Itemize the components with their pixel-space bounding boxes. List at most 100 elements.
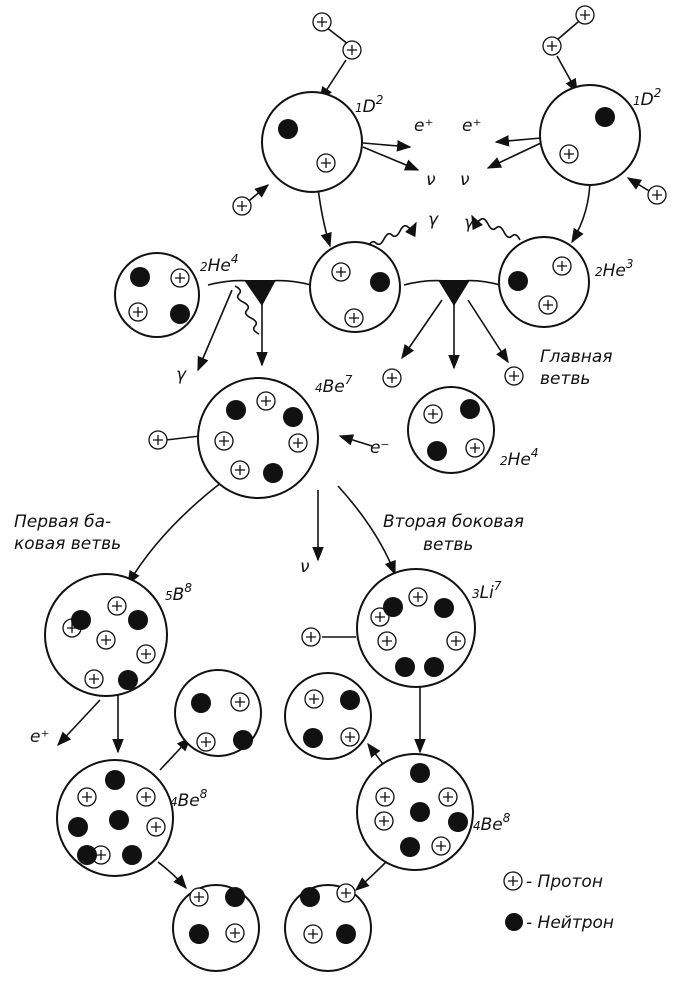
nucleus-he4-small-right bbox=[284, 672, 372, 760]
branch-labels: Главная ветвь Первая ба- ковая ветвь Вто… bbox=[14, 347, 613, 555]
proton-icon bbox=[552, 256, 572, 276]
proton-icon bbox=[382, 368, 402, 388]
proton-icon bbox=[374, 811, 394, 831]
label-neutrino-be7: ν bbox=[300, 557, 310, 577]
label-he3: 2He3 bbox=[595, 257, 634, 281]
proton-icon bbox=[336, 883, 356, 903]
nuclei bbox=[44, 84, 641, 972]
neutron-icon bbox=[370, 272, 390, 292]
neutron-icon bbox=[410, 763, 430, 783]
neutron-icon bbox=[109, 810, 129, 830]
proton-icon bbox=[408, 587, 428, 607]
nucleus-he4-mid bbox=[407, 386, 495, 474]
label-positron-left: e⁺ bbox=[414, 116, 433, 136]
neutron-icon bbox=[118, 670, 138, 690]
proton-icon bbox=[288, 433, 308, 453]
neutron-icon bbox=[278, 119, 298, 139]
neutron-icon bbox=[303, 728, 323, 748]
label-he4-mid: 2He4 bbox=[500, 446, 539, 470]
proton-icon bbox=[230, 692, 250, 712]
proton-icon bbox=[189, 887, 209, 907]
proton-icon bbox=[136, 787, 156, 807]
branch-first-line1: Первая ба- bbox=[14, 512, 111, 532]
neutron-icon bbox=[225, 887, 245, 907]
proton-icon bbox=[438, 787, 458, 807]
label-gamma-top: γ bbox=[428, 210, 439, 230]
neutron-icon bbox=[226, 400, 246, 420]
proton-icon bbox=[301, 627, 321, 647]
legend: - Протон - Нейтрон bbox=[503, 871, 614, 933]
proton-icon bbox=[225, 923, 245, 943]
neutron-icon bbox=[427, 441, 447, 461]
label-positron-right: e⁺ bbox=[462, 116, 481, 136]
proton-icon bbox=[312, 12, 332, 32]
label-be8-right: 4Be8 bbox=[473, 811, 511, 835]
label-electron: e⁻ bbox=[370, 438, 389, 458]
nucleus-he4-top bbox=[114, 252, 200, 338]
label-be7: 4Be7 bbox=[315, 373, 353, 397]
label-neutrino-left: ν bbox=[426, 170, 436, 190]
proton-icon bbox=[446, 631, 466, 651]
neutron-icon bbox=[71, 610, 91, 630]
proton-icon bbox=[84, 669, 104, 689]
proton-icon bbox=[96, 630, 116, 650]
proton-icon bbox=[465, 438, 485, 458]
neutron-icon bbox=[68, 817, 88, 837]
branch-first-line2: ковая ветвь bbox=[14, 534, 121, 554]
legend-neutron-text: - Нейтрон bbox=[526, 913, 614, 933]
neutron-icon bbox=[336, 924, 356, 944]
label-d2-left: 1D2 bbox=[355, 93, 383, 117]
nucleus-he4-bottom-right bbox=[284, 884, 372, 972]
neutron-icon bbox=[191, 693, 211, 713]
neutron-icon bbox=[448, 812, 468, 832]
proton-icon bbox=[232, 196, 252, 216]
legend-proton-text: - Протон bbox=[526, 872, 603, 892]
label-li7: 3Li7 bbox=[472, 579, 502, 603]
neutron-icon bbox=[263, 463, 283, 483]
proton-icon bbox=[128, 302, 148, 322]
proton-icon bbox=[214, 431, 234, 451]
neutron-icon bbox=[424, 657, 444, 677]
proton-icon bbox=[559, 144, 579, 164]
nucleus-li7 bbox=[356, 568, 476, 688]
proton-icon bbox=[344, 308, 364, 328]
neutron-icon bbox=[410, 802, 430, 822]
branch-second-line1: Вторая боковая bbox=[383, 512, 524, 532]
label-positron-b8: e⁺ bbox=[30, 727, 49, 747]
proton-icon bbox=[331, 262, 351, 282]
proton-icon bbox=[77, 787, 97, 807]
proton-icon bbox=[256, 391, 276, 411]
proton-icon bbox=[136, 644, 156, 664]
proton-icon bbox=[423, 404, 443, 424]
nucleus-d2-right bbox=[539, 84, 641, 186]
label-be8-left: 4Be8 bbox=[170, 787, 208, 811]
branch-main-line1: Главная bbox=[540, 347, 613, 367]
particle-labels: e⁺ e⁺ ν ν γ γ γ e⁻ ν e⁺ bbox=[30, 116, 481, 747]
proton-icon bbox=[230, 460, 250, 480]
proton-icon bbox=[148, 430, 168, 450]
particles bbox=[62, 5, 667, 944]
label-b8: 5B8 bbox=[165, 581, 192, 605]
label-gamma-left: γ bbox=[176, 365, 187, 385]
neutron-icon bbox=[189, 924, 209, 944]
branch-main-line2: ветвь bbox=[540, 369, 590, 389]
label-neutrino-right: ν bbox=[460, 170, 470, 190]
proton-icon bbox=[375, 787, 395, 807]
proton-icon bbox=[575, 5, 595, 25]
branch-second-line2: ветвь bbox=[423, 535, 473, 555]
proton-icon bbox=[304, 689, 324, 709]
neutron-icon bbox=[595, 107, 615, 127]
nucleus-he3-center bbox=[309, 241, 401, 333]
neutron-icon bbox=[508, 271, 528, 291]
proton-icon bbox=[316, 153, 336, 173]
neutron-icon bbox=[460, 399, 480, 419]
proton-icon bbox=[504, 366, 524, 386]
neutron-icon bbox=[233, 730, 253, 750]
nucleus-d2-left bbox=[261, 91, 363, 193]
legend-neutron-symbol bbox=[505, 913, 523, 931]
proton-icon bbox=[340, 727, 360, 747]
proton-icon bbox=[146, 817, 166, 837]
proton-icon bbox=[303, 924, 323, 944]
neutron-icon bbox=[77, 845, 97, 865]
